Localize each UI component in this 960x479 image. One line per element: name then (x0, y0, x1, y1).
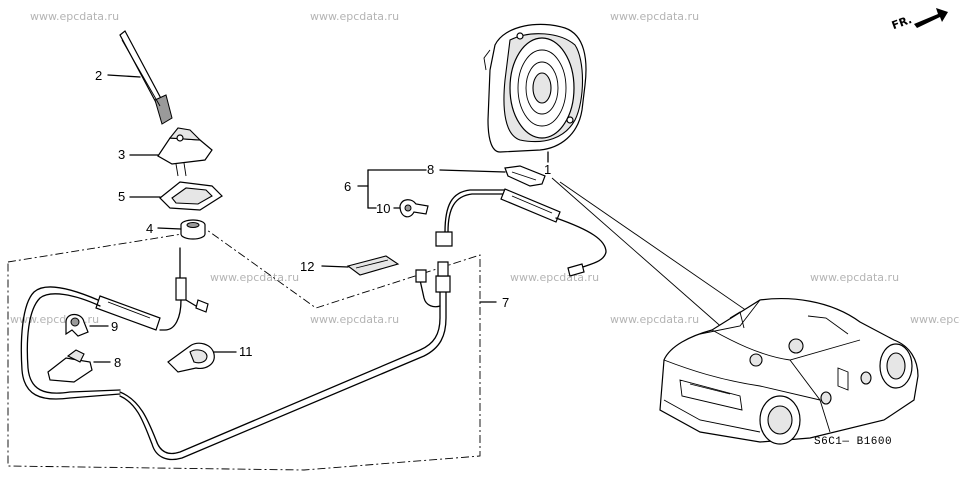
callout-6: 6 (344, 179, 352, 194)
callout-5: 5 (118, 189, 126, 204)
speaker (483, 23, 587, 153)
callout-8-upper: 8 (427, 162, 435, 177)
cable-holder (47, 349, 93, 383)
cable-group-frame (7, 229, 481, 471)
leader-line (551, 177, 751, 353)
antenna-mast (119, 30, 173, 125)
cable-clip (399, 199, 429, 218)
callout-9: 9 (111, 319, 119, 334)
cable-bracket (504, 165, 546, 187)
callout-11: 11 (239, 344, 253, 359)
watermark: www.epcdata.ru (810, 271, 900, 284)
leader-line (439, 169, 506, 173)
callout-8-lower: 8 (114, 355, 122, 370)
cable-clamp (65, 313, 89, 337)
feeder-cable-lower (20, 247, 451, 461)
diagram-code: S6C1— B1600 (814, 436, 893, 448)
watermark: www.epcdata.ru (210, 271, 300, 284)
watermark: www.epcdata.ru (610, 10, 700, 23)
antenna-nut (180, 219, 206, 240)
callout-10: 10 (376, 201, 391, 216)
watermark: www.epcdata.ru (310, 10, 400, 23)
callout-1: 1 (544, 162, 552, 177)
watermark: www.epcdata.ru (910, 313, 960, 326)
leader-line (107, 74, 141, 78)
callout-3: 3 (118, 147, 126, 162)
leader-line (157, 227, 182, 230)
callout-2: 2 (95, 68, 103, 83)
double-sided-tape (346, 255, 400, 276)
leader-line (321, 265, 349, 268)
antenna-base (157, 127, 213, 177)
watermark: www.epcdata.ru (610, 313, 700, 326)
callout-4: 4 (146, 221, 154, 236)
callout-7: 7 (502, 295, 510, 310)
feeder-cable-upper (435, 188, 607, 277)
antenna-gasket (159, 181, 223, 211)
vehicle-outline (659, 298, 919, 445)
cable-band (167, 342, 215, 373)
callout-12: 12 (300, 259, 315, 274)
watermark: www.epcdata.ru (310, 313, 400, 326)
front-direction-arrow-icon (914, 8, 948, 28)
watermark: www.epcdata.ru (30, 10, 120, 23)
